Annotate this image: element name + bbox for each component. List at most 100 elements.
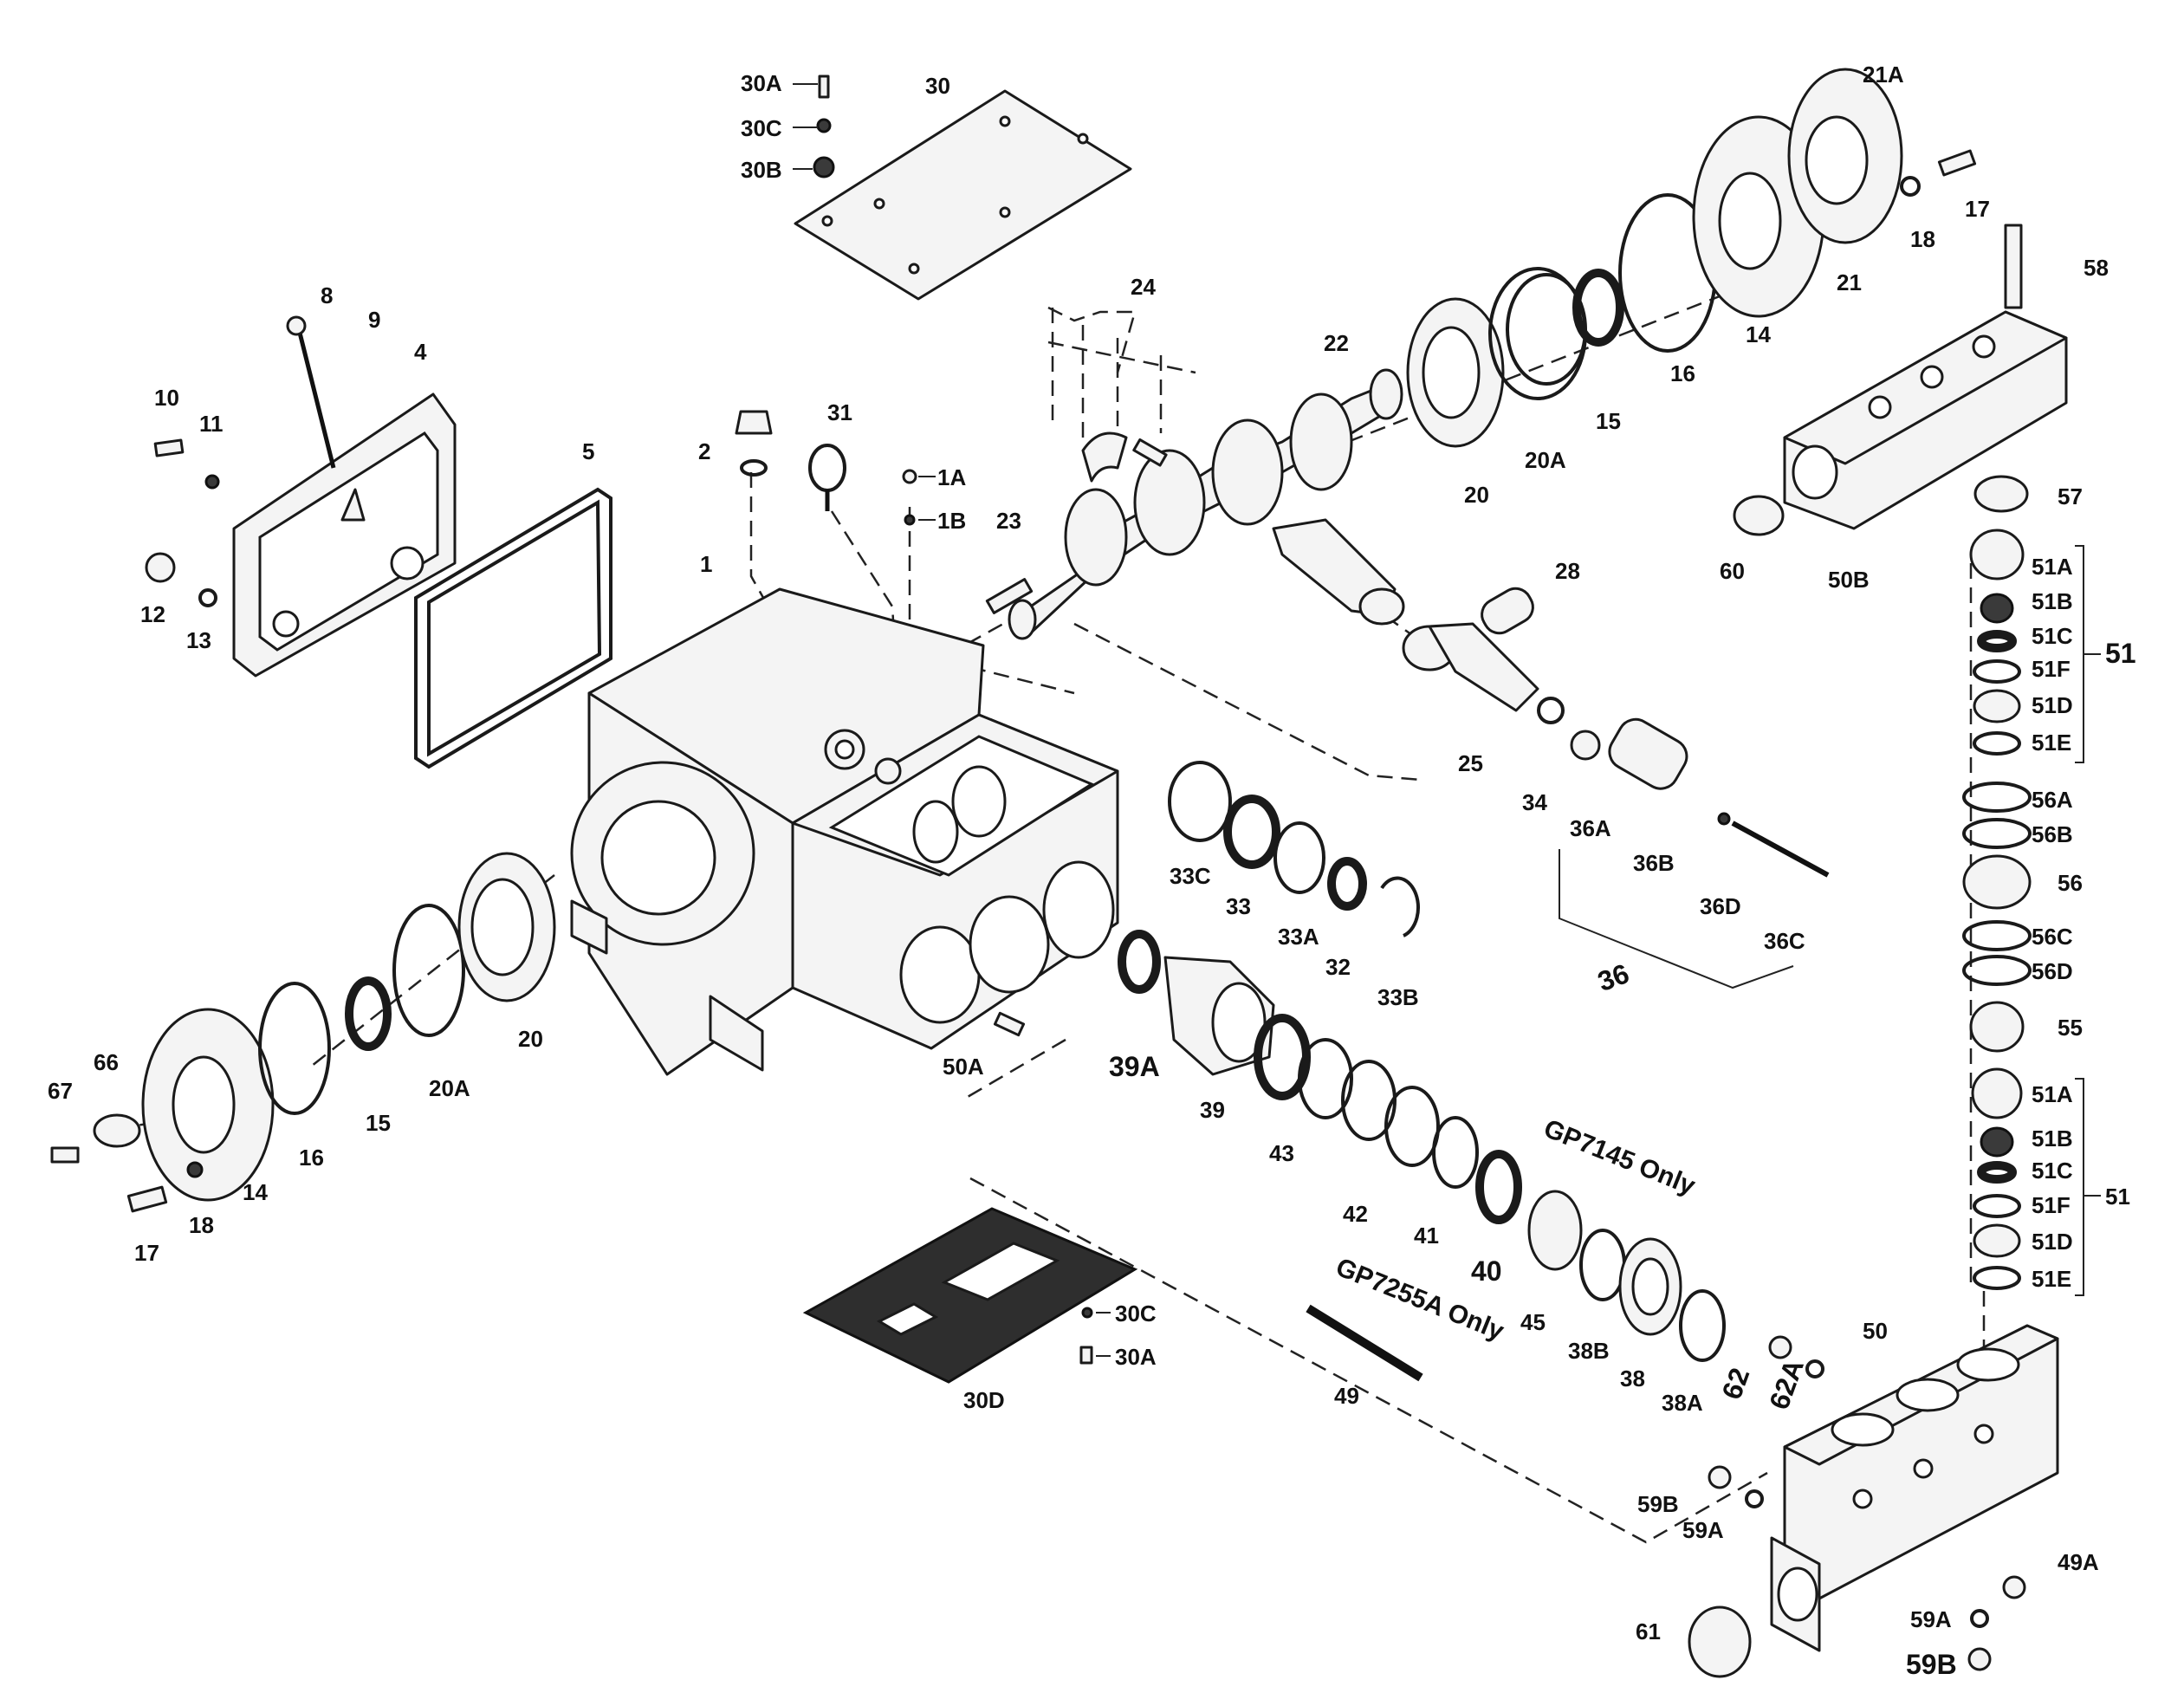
label-51A-top: 51A — [2032, 554, 2073, 580]
label-4: 4 — [414, 339, 427, 365]
note-gp7145-only: GP7145 Only — [1539, 1114, 1699, 1201]
label-56A: 56A — [2032, 787, 2073, 813]
label-43: 43 — [1269, 1140, 1294, 1166]
oil-pan-screen — [802, 1207, 1138, 1384]
discharge-manifold — [1733, 310, 2068, 536]
label-45: 45 — [1520, 1309, 1546, 1335]
label-11: 11 — [199, 411, 224, 437]
crankcase-top-parts — [735, 410, 936, 526]
label-36D: 36D — [1700, 893, 1741, 919]
label-20-right: 20 — [1464, 482, 1489, 508]
label-51C-bottom: 51C — [2032, 1158, 2073, 1184]
label-18-left: 18 — [189, 1212, 214, 1238]
label-14-left: 14 — [243, 1179, 268, 1205]
label-23: 23 — [996, 508, 1021, 534]
label-51E-bottom: 51E — [2032, 1266, 2071, 1292]
label-30A-top: 30A — [741, 70, 782, 96]
label-5: 5 — [582, 438, 594, 464]
label-16-left: 16 — [299, 1145, 324, 1171]
label-20-left: 20 — [518, 1026, 543, 1052]
label-59A-right: 59A — [1910, 1606, 1952, 1632]
cover-fasteners — [793, 75, 835, 178]
plunger-group — [1402, 587, 1830, 989]
label-59B-right: 59B — [1906, 1649, 1957, 1680]
label-14-right: 14 — [1746, 321, 1771, 347]
label-39: 39 — [1200, 1097, 1225, 1123]
label-24: 24 — [1131, 274, 1156, 300]
label-51A-bottom: 51A — [2032, 1081, 2073, 1107]
rear-cover — [232, 392, 457, 678]
label-1B: 1B — [937, 508, 966, 534]
label-51-bottom: 51 — [2105, 1184, 2130, 1210]
label-62A: 62A — [1763, 1355, 1810, 1413]
label-30: 30 — [925, 73, 950, 99]
label-1: 1 — [700, 551, 712, 577]
crankshaft — [985, 368, 1403, 640]
label-20A-left: 20A — [429, 1075, 470, 1101]
dipstick-and-bolts — [145, 315, 336, 607]
label-33C: 33C — [1170, 863, 1211, 889]
label-49A: 49A — [2058, 1549, 2099, 1575]
label-51D-top: 51D — [2032, 692, 2073, 718]
label-9: 9 — [368, 307, 380, 333]
right-bearing-stack — [1406, 68, 2023, 448]
label-30D: 30D — [963, 1387, 1005, 1413]
label-34: 34 — [1522, 789, 1547, 815]
label-22: 22 — [1324, 330, 1349, 356]
label-56B: 56B — [2032, 821, 2073, 847]
label-57: 57 — [2058, 483, 2083, 509]
label-51-top: 51 — [2105, 638, 2136, 669]
label-36B: 36B — [1633, 850, 1675, 876]
label-15-left: 15 — [366, 1110, 391, 1136]
label-21A: 21A — [1863, 62, 1904, 88]
inlet-manifold — [1688, 1324, 2059, 1678]
label-55: 55 — [2058, 1015, 2083, 1041]
label-51B-bottom: 51B — [2032, 1125, 2073, 1151]
label-51F-bottom: 51F — [2032, 1192, 2071, 1218]
label-60: 60 — [1720, 558, 1745, 584]
label-50: 50 — [1863, 1318, 1888, 1344]
label-2: 2 — [698, 438, 710, 464]
label-21: 21 — [1837, 269, 1862, 295]
label-30C-bottom: 30C — [1115, 1301, 1157, 1327]
label-38A: 38A — [1662, 1390, 1703, 1416]
label-56C: 56C — [2032, 924, 2073, 950]
label-18-right: 18 — [1910, 226, 1935, 252]
label-42: 42 — [1343, 1201, 1368, 1227]
top-cover-plate — [794, 89, 1132, 301]
label-15-right: 15 — [1596, 408, 1621, 434]
label-20A-right: 20A — [1525, 447, 1566, 473]
label-59B-left: 59B — [1637, 1491, 1679, 1517]
label-28: 28 — [1555, 558, 1580, 584]
connecting-rod — [1272, 518, 1405, 626]
label-12: 12 — [140, 601, 165, 627]
label-49: 49 — [1334, 1383, 1359, 1409]
label-59A-left: 59A — [1682, 1517, 1724, 1543]
label-51E-top: 51E — [2032, 730, 2071, 756]
label-51C-top: 51C — [2032, 623, 2073, 649]
label-50B: 50B — [1828, 567, 1870, 593]
label-41: 41 — [1414, 1223, 1439, 1249]
label-33A: 33A — [1278, 924, 1319, 950]
rear-cover-gasket — [414, 487, 612, 769]
label-1A: 1A — [937, 464, 966, 490]
label-31: 31 — [827, 399, 852, 425]
valve-stack — [1962, 475, 2101, 1296]
label-36: 36 — [1593, 957, 1633, 997]
label-10: 10 — [154, 385, 179, 411]
label-33: 33 — [1226, 893, 1251, 919]
label-38B: 38B — [1568, 1338, 1610, 1364]
label-39A: 39A — [1109, 1051, 1160, 1082]
label-51D-bottom: 51D — [2032, 1229, 2073, 1255]
label-30B: 30B — [741, 157, 782, 183]
label-51B-top: 51B — [2032, 588, 2073, 614]
label-17-left: 17 — [134, 1240, 159, 1266]
label-66: 66 — [94, 1049, 119, 1075]
label-25: 25 — [1458, 750, 1483, 776]
label-58: 58 — [2084, 255, 2109, 281]
label-51F-top: 51F — [2032, 656, 2071, 682]
label-30C-top: 30C — [741, 115, 782, 141]
label-17-right: 17 — [1965, 196, 1990, 222]
label-38: 38 — [1620, 1365, 1645, 1391]
